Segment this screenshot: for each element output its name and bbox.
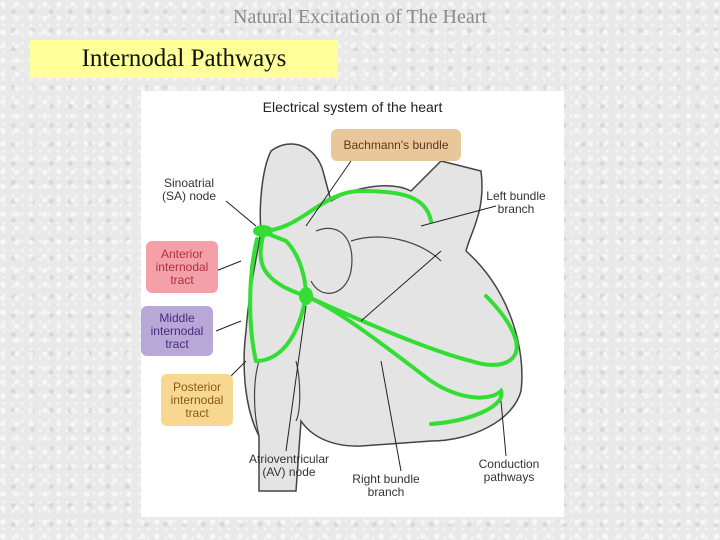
bachmann-label: Bachmann's bundle xyxy=(331,129,461,161)
av-node-label: Atrioventricular (AV) node xyxy=(248,452,330,479)
septum-line xyxy=(350,236,442,262)
av-node xyxy=(299,287,313,305)
heart-diagram: Electrical system of the heart Bachmann'… xyxy=(141,91,564,517)
posterior-label: Posterior internodal tract xyxy=(161,374,233,426)
figure-title: Electrical system of the heart xyxy=(262,99,443,115)
conduction-label: Conduction pathways xyxy=(478,457,540,484)
middle-label: Middle internodal tract xyxy=(141,306,213,356)
subtitle-box: Internodal Pathways xyxy=(30,40,338,78)
bachmann-path xyxy=(259,188,433,233)
posterior-path xyxy=(248,237,308,364)
right-bundle-label: Right bundle branch xyxy=(352,472,420,499)
sa-node-label: Sinoatrial (SA) node xyxy=(161,176,217,203)
anterior-label: Anterior internodal tract xyxy=(146,241,218,293)
sa-node xyxy=(253,225,273,237)
slide-title: Natural Excitation of The Heart xyxy=(233,6,487,28)
middle-path xyxy=(258,234,308,298)
vessel xyxy=(253,360,301,437)
bundle-left xyxy=(304,294,519,367)
bundle-right xyxy=(304,294,504,426)
leader-lines xyxy=(215,160,507,472)
left-bundle-label: Left bundle branch xyxy=(486,189,546,216)
heart-illustration xyxy=(215,143,523,492)
inner-wall xyxy=(310,227,353,294)
